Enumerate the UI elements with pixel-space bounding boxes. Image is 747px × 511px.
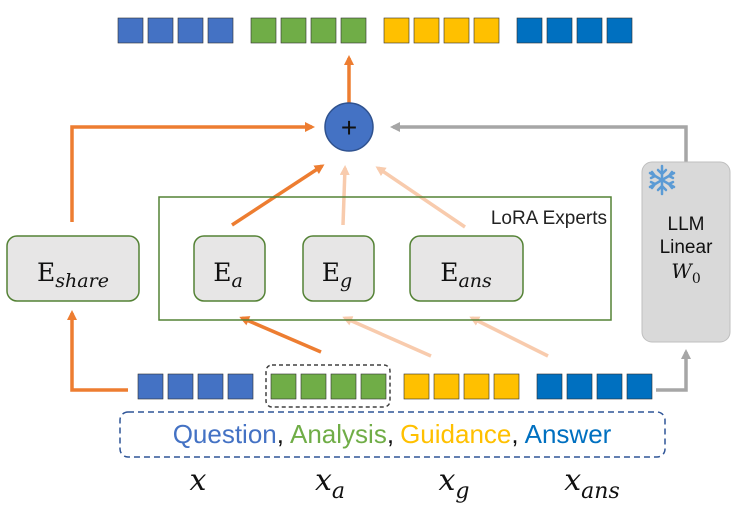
output-guidance-token [413,17,440,44]
output-question-token [147,17,174,44]
ea-to-plus-arrow [231,164,325,227]
var-xa-sub: a [332,479,345,504]
xa-to-ea-arrow [239,316,322,354]
input-analysis-token [270,373,297,400]
output-token-row [117,17,633,44]
input-to-llm-arrow [656,349,691,392]
analysis-selection-box [265,364,391,408]
input-answer-token [626,373,653,400]
svg-text:xg: xg [438,463,469,504]
weight-main: W [671,259,693,283]
svg-text:Eg: Eg [322,258,352,292]
legend-question: Question [173,419,277,449]
input-answer-token [566,373,593,400]
expert-share-sub: share [55,270,109,292]
lora-experts-container [158,196,612,321]
variable-labels: x xa xg xans [190,463,620,504]
legend-text: Question,Analysis,Guidance,Answer [173,419,612,449]
input-guidance-token [433,373,460,400]
input-answer-token [536,373,563,400]
input-question-token [227,373,254,400]
plus-symbol: + [341,112,357,143]
share-to-plus-arrow [70,122,315,222]
legend-sep-1: , [277,419,284,449]
input-question-token [167,373,194,400]
input-to-share-arrow [67,310,128,392]
output-answer-token [606,17,633,44]
expert-a: Ea [193,235,266,302]
legend-analysis: Analysis [290,419,387,449]
input-guidance-token [463,373,490,400]
var-xa-main: x [315,463,332,498]
expert-a-main: E [213,258,231,287]
llm-linear-block: LLM Linear W0 [641,161,731,343]
var-xans-main: x [564,463,581,498]
output-question-token [177,17,204,44]
weight-sub: 0 [692,271,701,287]
svg-text:xa: xa [315,463,345,504]
output-guidance-token [443,17,470,44]
expert-g-main: E [322,258,340,287]
output-question-token [207,17,234,44]
snowflake-icon [648,164,676,196]
expert-ans-sub: ans [458,270,492,292]
input-analysis-token [300,373,327,400]
var-xg-main: x [438,463,455,498]
expert-a-sub: a [231,270,242,292]
input-guidance-token [493,373,520,400]
llm-label: LLM [668,214,705,235]
input-question-token [137,373,164,400]
svg-text:Eshare: Eshare [37,258,109,292]
llm-to-plus-arrow [390,122,688,162]
input-answer-token [596,373,623,400]
svg-text:W0: W0 [671,259,700,287]
input-question-token [197,373,224,400]
legend-sep-2: , [387,419,394,449]
var-xans-sub: ans [581,479,620,504]
expert-share-main: E [37,258,55,287]
output-answer-token [516,17,543,44]
xg-to-eg-arrow [342,316,432,358]
output-answer-token [576,17,603,44]
expert-ans-main: E [440,258,458,287]
output-analysis-token [310,17,337,44]
linear-label: Linear [660,237,713,258]
lora-experts-label: LoRA Experts [491,208,607,229]
output-analysis-token [250,17,277,44]
expert-g-sub: g [340,270,352,292]
output-guidance-token [383,17,410,44]
input-guidance-token [403,373,430,400]
expert-share: Eshare [6,235,140,302]
svg-text:Eans: Eans [440,258,492,292]
expert-ans: Eans [409,235,524,302]
svg-text:xans: xans [564,463,620,504]
xans-to-eans-arrow [469,316,549,358]
svg-text:Ea: Ea [213,258,243,292]
output-answer-token [546,17,573,44]
output-guidance-token [473,17,500,44]
output-analysis-token [340,17,367,44]
input-token-row [137,373,653,400]
legend-answer: Answer [525,419,612,449]
sum-node: + [324,102,374,152]
var-xg-sub: g [455,479,469,504]
legend-sep-3: , [511,419,518,449]
input-analysis-token [360,373,387,400]
expert-g: Eg [302,235,375,302]
legend-box [119,411,666,458]
output-question-token [117,17,144,44]
input-analysis-token [330,373,357,400]
output-analysis-token [280,17,307,44]
legend-guidance: Guidance [400,419,511,449]
var-x: x [190,463,207,498]
